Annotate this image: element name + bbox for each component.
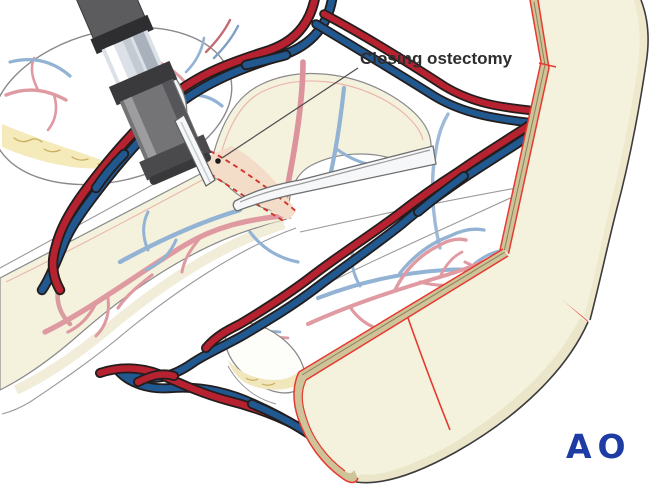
vessel-bundles: [36, 0, 548, 469]
bone-fragment-slab: [293, 248, 589, 484]
retractor: [232, 145, 437, 212]
leader-line: [215, 67, 359, 164]
osteotomy-junction-line: [538, 62, 557, 68]
cut-crease-line: [407, 317, 451, 431]
dashed-cut-line-upper: [209, 150, 298, 213]
saw-blade-icon: [174, 114, 216, 187]
vessel-bundle-to-corrected-bone: [112, 9, 548, 469]
procedure-label: Closing ostectomy: [360, 49, 513, 68]
ao-logo: AO: [566, 427, 632, 466]
surgical-drill: [64, 0, 216, 187]
